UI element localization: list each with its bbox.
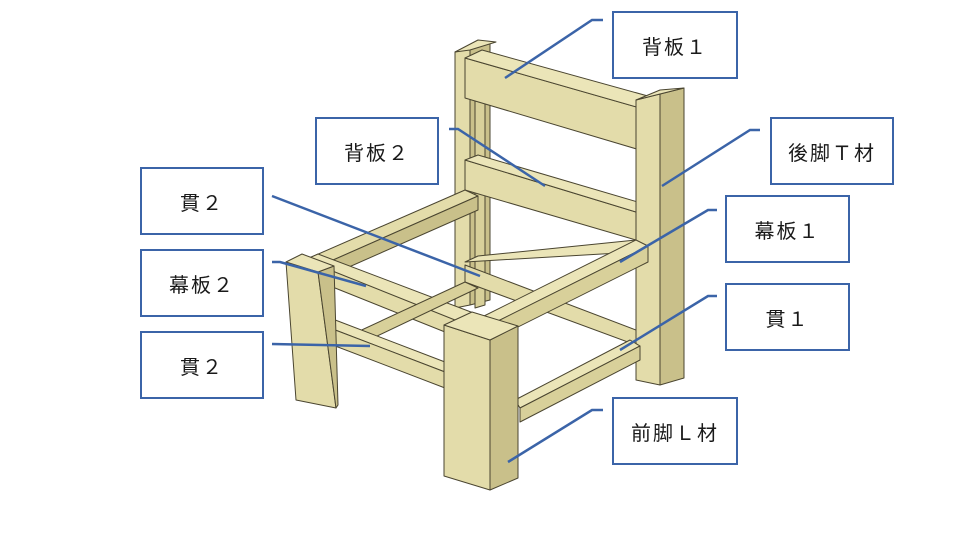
- front-right-leg-front: [443, 324, 491, 491]
- side-apron-left: [299, 189, 479, 269]
- label-text: 背板１: [642, 34, 708, 59]
- leader-front-leg-l: [507, 408, 603, 464]
- leader-rail-1: [619, 294, 717, 352]
- label-back-board-1: 背板１: [612, 11, 738, 79]
- label-text: 貫２: [180, 354, 224, 379]
- leader-lines: [271, 18, 760, 464]
- leader-back-board-2: [449, 127, 546, 188]
- label-text: 後脚Ｔ材: [788, 140, 876, 165]
- leader-rail-2-top: [271, 194, 481, 278]
- label-text: 貫１: [765, 306, 810, 331]
- rail-1-face: [519, 345, 641, 423]
- leader-apron-1: [619, 208, 717, 264]
- leader-rear-leg-t: [661, 128, 760, 188]
- label-apron-2: 幕板２: [140, 249, 264, 317]
- label-apron-1: 幕板１: [725, 195, 850, 263]
- front-right-leg-side: [489, 325, 519, 491]
- label-rail-1: 貫１: [725, 283, 850, 351]
- chair-illustration: [285, 39, 685, 491]
- label-text: 背板２: [344, 140, 410, 165]
- label-rail-2-top: 貫２: [140, 167, 264, 235]
- label-back-board-2: 背板２: [315, 117, 439, 185]
- label-rail-2-bottom: 貫２: [140, 331, 264, 399]
- rear-left-leg-top: [454, 39, 497, 53]
- label-text: 貫２: [180, 190, 224, 215]
- label-front-leg-l: 前脚Ｌ材: [612, 397, 738, 465]
- leader-back-board-1: [504, 18, 603, 80]
- label-text: 幕板２: [169, 272, 235, 297]
- label-rear-leg-t: 後脚Ｔ材: [770, 117, 894, 185]
- label-text: 前脚Ｌ材: [631, 420, 719, 445]
- leader-apron-2: [272, 260, 367, 288]
- front-right-leg-top: [443, 311, 519, 341]
- rear-right-leg-top: [635, 87, 685, 101]
- label-text: 幕板１: [754, 218, 821, 243]
- leader-rail-2-bottom: [271, 342, 371, 348]
